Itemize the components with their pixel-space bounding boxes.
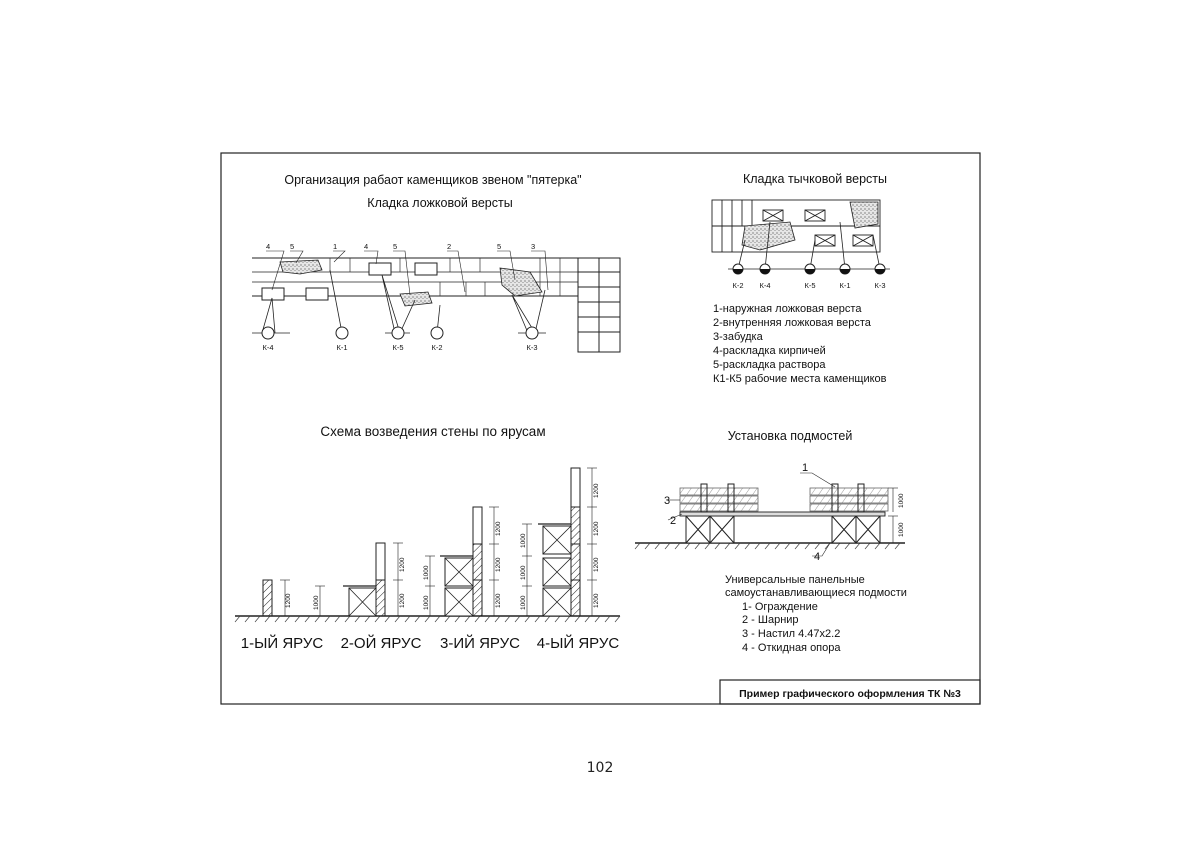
tier-dimensions: 1200 1000 1200 1200 1000 1000 1200 1200 … (285, 483, 600, 610)
svg-text:К-5: К-5 (804, 281, 815, 290)
svg-text:К-2: К-2 (732, 281, 743, 290)
legend-item: К1-К5 рабочие места каменщиков (713, 373, 887, 385)
tier-label: 3-ИЙ ЯРУС (440, 634, 520, 652)
svg-text:1200: 1200 (593, 521, 600, 536)
svg-text:5: 5 (393, 242, 397, 251)
title-block: Пример графического оформления ТК №3 (719, 679, 981, 705)
svg-text:1000: 1000 (520, 533, 527, 548)
section-a-workplaces: К-4 К-1 К-5 К-2 К-3 (252, 326, 546, 352)
svg-text:4: 4 (364, 242, 368, 251)
workplace-marker (430, 326, 444, 340)
svg-text:4: 4 (266, 242, 270, 251)
svg-text:К-5: К-5 (392, 343, 403, 352)
workplace-marker (525, 326, 539, 340)
legend-item: 2-внутренняя ложковая верста (713, 317, 872, 329)
svg-text:1000: 1000 (423, 565, 430, 580)
scaffold-item: 2 - Шарнир (742, 614, 799, 626)
svg-text:1200: 1200 (399, 557, 406, 572)
svg-text:К-3: К-3 (874, 281, 885, 290)
tier-label: 4-ЫЙ ЯРУС (537, 634, 620, 652)
svg-text:3: 3 (531, 242, 535, 251)
workplace-marker (261, 326, 275, 340)
section-scaffolding: Установка подмостей (634, 429, 907, 654)
scaffold-item: 4 - Откидная опора (742, 642, 841, 654)
svg-text:К-3: К-3 (526, 343, 537, 352)
svg-text:1000: 1000 (520, 565, 527, 580)
svg-text:1000: 1000 (423, 595, 430, 610)
svg-text:2: 2 (447, 242, 451, 251)
svg-text:1000: 1000 (898, 493, 905, 508)
svg-text:1000: 1000 (313, 595, 320, 610)
scaffold-callouts: 1 3 2 4 (664, 462, 820, 563)
svg-text:1200: 1200 (495, 593, 502, 608)
section-b-workplaces: К-2 К-4 К-5 К-1 К-3 (732, 263, 886, 290)
tier-label: 2-ОЙ ЯРУС (341, 634, 422, 652)
section-stretcher-course: Организация рабаот каменщиков звеном "пя… (252, 173, 621, 353)
svg-text:3: 3 (664, 495, 670, 507)
svg-text:5: 5 (497, 242, 501, 251)
legend-item: 3-забудка (713, 331, 764, 343)
svg-text:1200: 1200 (593, 593, 600, 608)
legend: 1-наружная ложковая верста 2-внутренняя … (713, 303, 887, 385)
svg-text:1200: 1200 (593, 483, 600, 498)
svg-text:5: 5 (290, 242, 294, 251)
title-block-text: Пример графического оформления ТК №3 (739, 688, 961, 700)
page-number: 102 (586, 760, 614, 776)
svg-text:1: 1 (802, 462, 808, 474)
scaffold-item: 3 - Настил 4.47х2.2 (742, 628, 840, 640)
svg-text:1200: 1200 (285, 593, 292, 608)
svg-text:1200: 1200 (495, 521, 502, 536)
section-header-course: Кладка тычковой версты (711, 172, 890, 385)
svg-text:самоустанавливающиеся подмости: самоустанавливающиеся подмости (725, 587, 907, 599)
svg-text:1: 1 (333, 242, 337, 251)
svg-text:К-4: К-4 (262, 343, 273, 352)
sheet-frame (220, 152, 981, 705)
workplace-marker (391, 326, 405, 340)
legend-item: 5-раскладка раствора (713, 359, 826, 371)
scaffold-caption: Универсальные панельные самоустанавливаю… (725, 574, 907, 654)
section-a-callouts: 4 5 1 4 5 2 5 3 (266, 242, 535, 251)
scaffold-item: 1- Ограждение (742, 601, 818, 613)
section-a-subtitle: Кладка ложковой версты (367, 196, 512, 210)
svg-text:1000: 1000 (898, 522, 905, 537)
section-d-title: Установка подмостей (728, 429, 853, 443)
svg-text:К-2: К-2 (431, 343, 442, 352)
svg-text:Универсальные панельные: Универсальные панельные (725, 574, 865, 586)
svg-text:1000: 1000 (520, 595, 527, 610)
legend-item: 4-раскладка кирпичей (713, 345, 826, 357)
svg-text:К-1: К-1 (839, 281, 850, 290)
tier-label: 1-ЫЙ ЯРУС (241, 634, 324, 652)
workplace-marker (335, 326, 349, 340)
section-c-title: Схема возведения стены по ярусам (320, 424, 545, 439)
tier-labels: 1-ЫЙ ЯРУС 2-ОЙ ЯРУС 3-ИЙ ЯРУС 4-ЫЙ ЯРУС (241, 634, 620, 652)
legend-item: 1-наружная ложковая верста (713, 303, 862, 315)
svg-text:1200: 1200 (495, 557, 502, 572)
section-b-title: Кладка тычковой версты (743, 172, 887, 186)
section-a-title: Организация рабаот каменщиков звеном "пя… (284, 173, 581, 187)
svg-text:1200: 1200 (399, 593, 406, 608)
svg-text:4: 4 (814, 551, 820, 563)
svg-text:1200: 1200 (593, 557, 600, 572)
svg-text:2: 2 (670, 515, 676, 527)
section-wall-tiers: Схема возведения стены по ярусам (234, 424, 621, 652)
svg-text:К-4: К-4 (759, 281, 770, 290)
svg-text:К-1: К-1 (336, 343, 347, 352)
